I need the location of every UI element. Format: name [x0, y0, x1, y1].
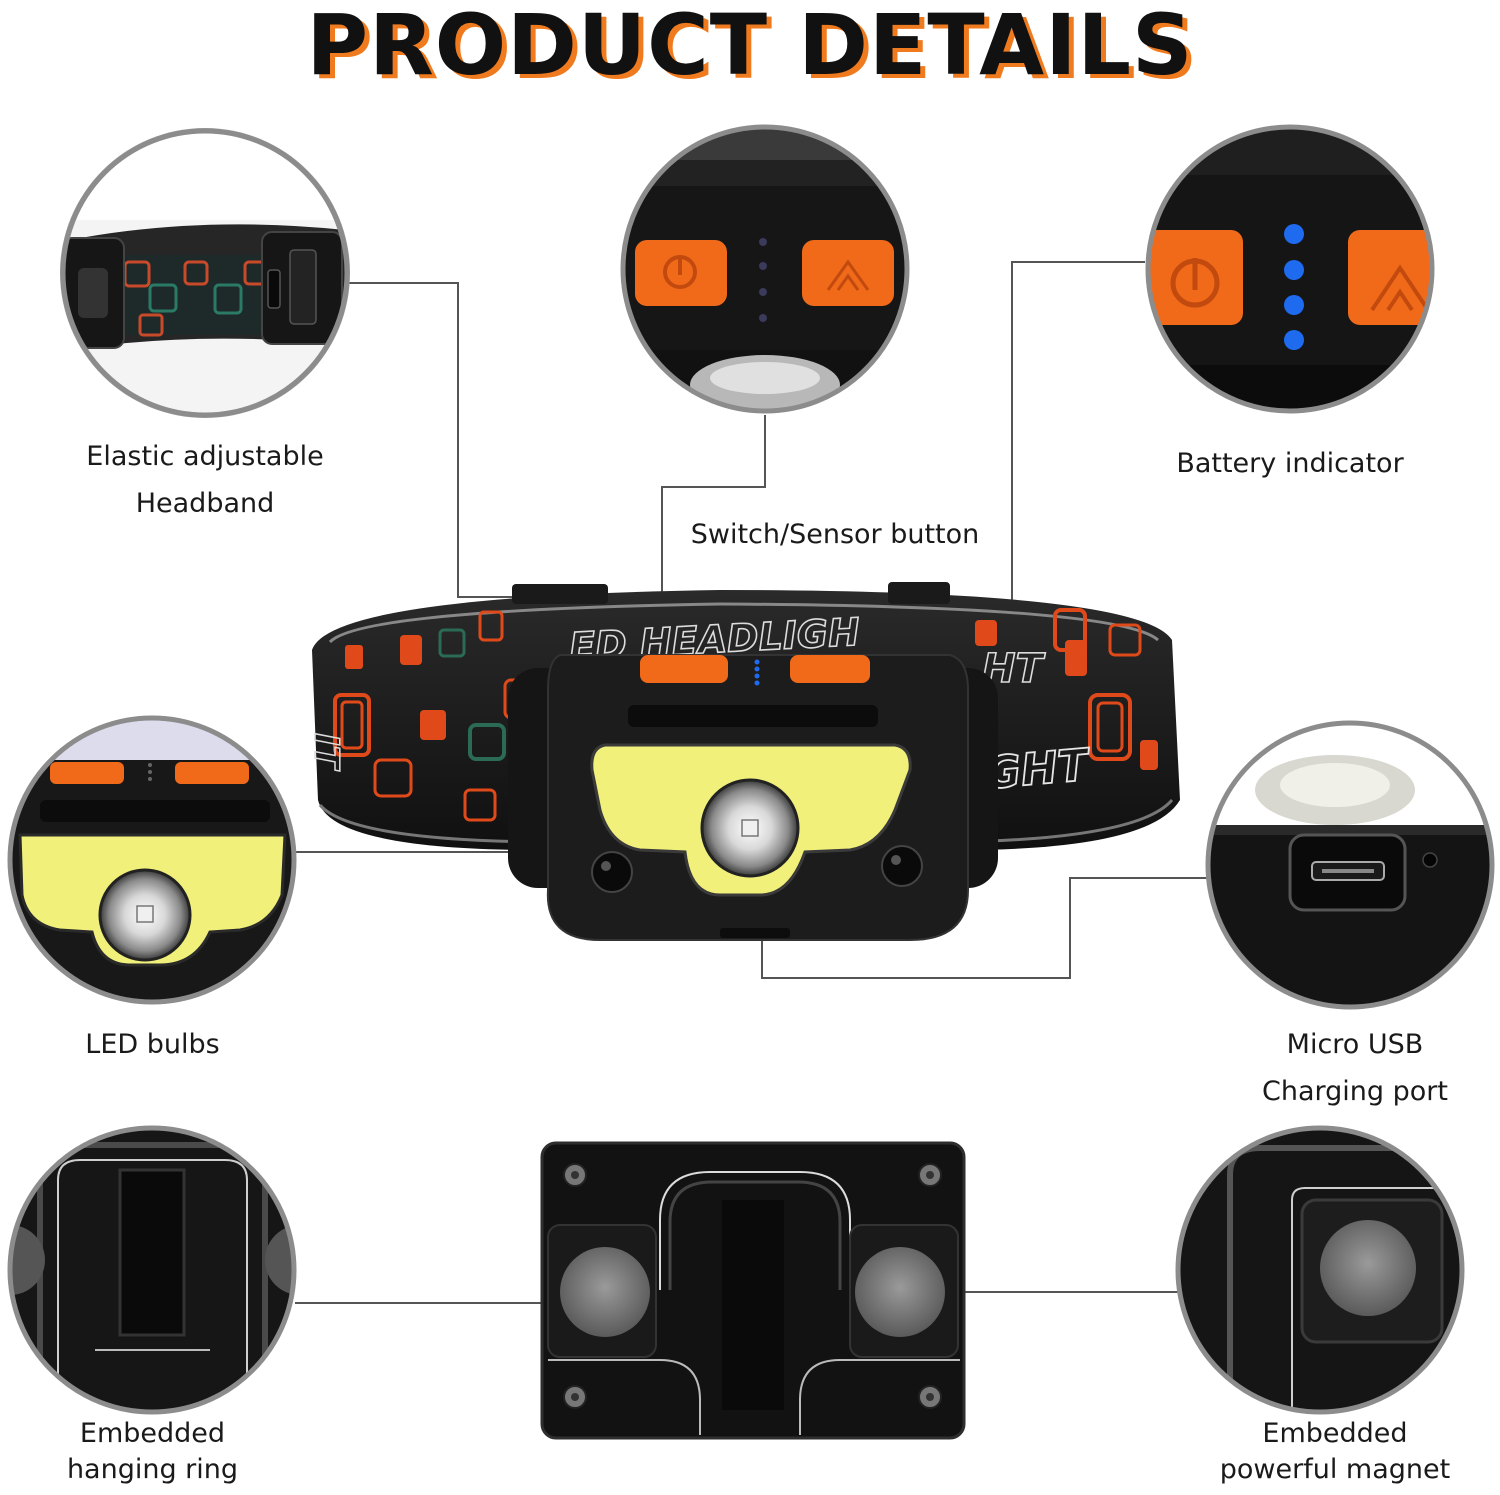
switch-label: Switch/Sensor button — [690, 519, 980, 550]
headlamp-main — [508, 654, 998, 941]
main-switch-button[interactable] — [640, 655, 728, 683]
magnet-detail — [1175, 1125, 1465, 1415]
headband-detail — [60, 128, 350, 418]
switch-detail — [620, 124, 910, 414]
strap-print-far-left: IT — [306, 733, 346, 772]
ring-label: Embedded hanging ring — [15, 1416, 290, 1488]
led-detail — [7, 715, 297, 1005]
battery-detail — [1145, 124, 1435, 414]
ring-label-line1: Embedded — [79, 1418, 226, 1449]
usb-label-line1: Micro USB — [1286, 1029, 1424, 1060]
usb-detail — [1205, 720, 1495, 1010]
headband-connector — [345, 282, 530, 598]
main-battery-dots — [754, 659, 760, 686]
sensor-left — [591, 851, 633, 893]
usb-connector — [761, 877, 1210, 979]
usb-label-line2: Charging port — [1262, 1076, 1448, 1107]
headband-label-line1: Elastic adjustable — [86, 441, 324, 472]
ring-label-line2: hanging ring — [66, 1454, 239, 1485]
headband-label-line2: Headband — [135, 488, 275, 519]
rear-bracket — [540, 1141, 966, 1440]
usb-label: Micro USB Charging port — [1205, 1021, 1500, 1115]
magnet-label-line1: Embedded — [1262, 1418, 1408, 1449]
magnet-label: Embedded powerful magnet — [1185, 1416, 1485, 1488]
page-title: PRODUCT DETAILS — [306, 0, 1194, 94]
main-sensor-button[interactable] — [790, 655, 870, 683]
headband-label: Elastic adjustable Headband — [55, 433, 355, 527]
ring-detail — [7, 1125, 297, 1415]
led-label: LED bulbs — [85, 1029, 220, 1060]
battery-label: Battery indicator — [1176, 448, 1404, 479]
magnet-label-line2: powerful magnet — [1219, 1454, 1451, 1485]
switch-connector — [661, 415, 766, 660]
sensor-right — [881, 845, 923, 887]
